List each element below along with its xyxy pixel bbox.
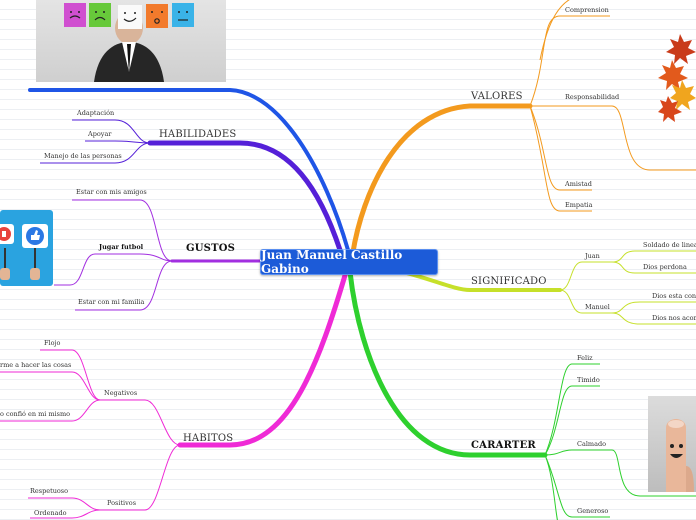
- branch-label-habitos[interactable]: HABITOS: [183, 433, 233, 444]
- node-ordenado[interactable]: Ordenado: [34, 509, 67, 517]
- smiling-finger-photo: [648, 396, 696, 492]
- node-estar-con-mi-familia[interactable]: Estar con mi familia: [78, 298, 144, 306]
- node-estar-con-mis-amigos[interactable]: Estar con mis amigos: [76, 188, 147, 196]
- like-dislike-hands-image: [0, 210, 53, 286]
- node-calmado[interactable]: Calmado: [577, 440, 606, 448]
- branch-habitos[interactable]: [180, 272, 346, 445]
- branch-cararter[interactable]: [350, 272, 545, 455]
- node-manuel[interactable]: Manuel: [585, 303, 610, 311]
- central-topic[interactable]: Juan Manuel Castillo Gabino: [260, 249, 438, 275]
- node-adaptacion[interactable]: Adaptación: [77, 109, 114, 117]
- node-dios-esta-con-no[interactable]: Dios esta con no: [652, 292, 696, 300]
- node-negativos[interactable]: Negativos: [104, 389, 137, 397]
- branch-label-cararter[interactable]: CARARTER: [471, 440, 536, 451]
- node-confio-en-mi-mismo[interactable]: o confió en mi mismo: [0, 410, 70, 418]
- node-soldado-de-linea[interactable]: Soldado de linea: [643, 241, 696, 249]
- branch-valores[interactable]: [352, 106, 530, 258]
- node-hacer-las-cosas[interactable]: rme a hacer las cosas: [0, 361, 71, 369]
- node-amistad[interactable]: Amistad: [565, 180, 592, 188]
- node-responsabilidad[interactable]: Responsabilidad: [565, 93, 619, 101]
- node-flojo[interactable]: Flojo: [44, 339, 60, 347]
- node-generoso[interactable]: Generoso: [577, 507, 608, 515]
- branch-label-habilidades[interactable]: HABILIDADES: [159, 129, 236, 140]
- node-positivos[interactable]: Positivos: [107, 499, 136, 507]
- node-dios-perdona[interactable]: Dios perdona: [643, 263, 687, 271]
- node-manejo-de-las-personas[interactable]: Manejo de las personas: [44, 152, 122, 160]
- node-comprension[interactable]: Comprension: [565, 6, 609, 14]
- branch-label-valores[interactable]: VALORES: [471, 91, 523, 102]
- node-respetuoso[interactable]: Respetuoso: [30, 487, 68, 495]
- branch-label-significado[interactable]: SIGNIFICADO: [471, 276, 547, 287]
- node-juan[interactable]: Juan: [585, 252, 600, 260]
- node-dios-nos-acomp[interactable]: Dios nos acomp: [652, 314, 696, 322]
- emotion-faces-photo: [36, 0, 226, 82]
- branch-label-gustos[interactable]: GUSTOS: [186, 243, 235, 254]
- node-apoyar[interactable]: Apoyar: [88, 130, 111, 138]
- node-empatia[interactable]: Empatia: [565, 201, 593, 209]
- node-feliz[interactable]: Feliz: [577, 354, 593, 362]
- node-timido[interactable]: Timido: [577, 376, 600, 384]
- node-jugar-futbol[interactable]: Jugar futbol: [99, 243, 143, 251]
- autumn-leaves-image: [658, 30, 696, 122]
